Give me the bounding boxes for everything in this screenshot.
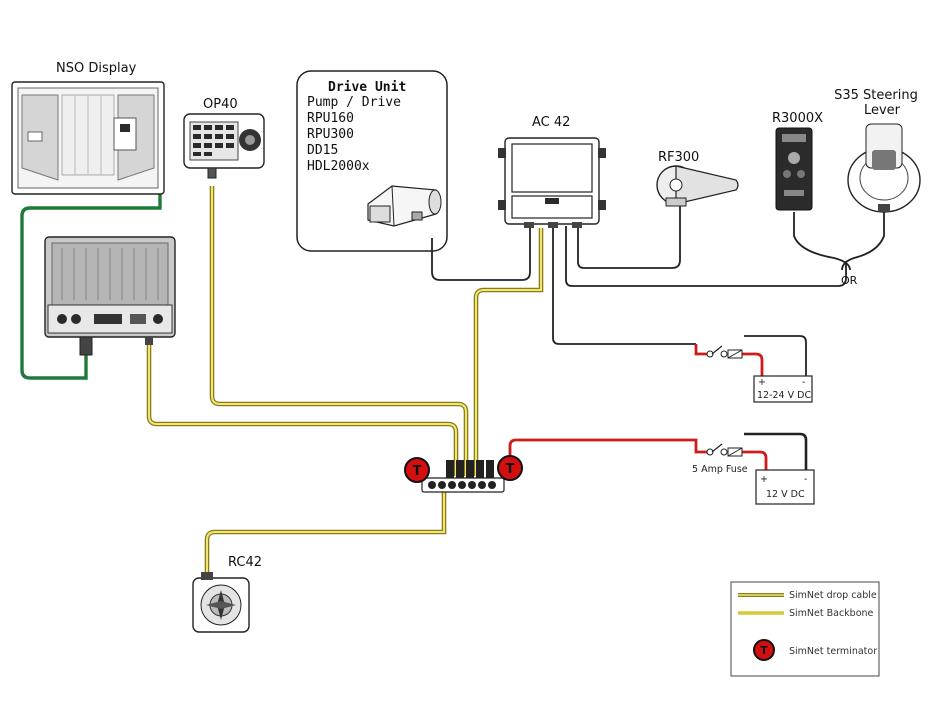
s35-label-line1: S35 Steering [834,88,918,103]
battery-2-label: 12 V DC [766,489,805,500]
cables [20,126,885,578]
r3000x-remote [775,127,813,211]
drive-unit-model: Pump / Drive [307,95,401,110]
drive-unit-model: RPU160 [307,111,354,126]
or-label: OR [841,274,858,287]
op40-keypad [183,113,265,179]
drive-unit-box [296,70,448,252]
nso-display [11,81,165,195]
legend-terminator-letter: T [760,644,768,657]
power-cables [508,344,768,470]
rf300-sensor [656,165,739,207]
simnet-terminator-left: T [404,457,430,483]
pump-drive-image [367,185,442,227]
simnet-terminator-right: T [497,455,523,481]
rf300-label: RF300 [658,150,699,165]
battery-1-label: 12-24 V DC [757,390,811,401]
drive-unit-model: DD15 [307,143,338,158]
fuse-switch-2 [706,443,743,457]
battery-2-minus: - [804,474,807,485]
black-cables [431,200,885,376]
legend-backbone-label: SimNet Backbone [789,608,874,619]
op40-label: OP40 [203,97,238,112]
labels: NSO Display OP40 AC 42 RF300 R3000X S35 … [56,61,918,570]
r3000x-label: R3000X [772,111,823,126]
drive-unit-model: RPU300 [307,127,354,142]
drive-unit-model: HDL2000x [307,159,370,174]
mfd-rear-unit [44,236,176,356]
legend-drop-cable-label: SimNet drop cable [789,590,877,601]
s35-steering-lever [847,123,921,213]
simnet-joiner-block [421,460,505,493]
rc42-label: RC42 [228,555,262,570]
ac42-computer [498,137,606,228]
battery-1-minus: - [802,377,805,388]
black-power-cables [744,432,808,470]
terminator-letter: T [413,464,422,479]
fuse-label: 5 Amp Fuse [692,464,748,475]
terminator-letter: T [506,462,515,477]
ac42-label: AC 42 [532,115,570,130]
legend-terminator-label: SimNet terminator [789,646,877,657]
drive-unit-title: Drive Unit [328,80,406,95]
legend: T SimNet drop cable SimNet Backbone SimN… [730,581,880,677]
fuse-switch-1 [706,345,743,359]
rc42-compass [192,572,250,633]
battery-1 [753,375,813,403]
simnet-drop-cables [146,186,544,578]
battery-2-plus: + [760,474,768,485]
battery-2 [755,469,815,505]
green-link-cable [20,126,162,380]
nso-display-label: NSO Display [56,61,137,76]
battery-1-plus: + [758,377,766,388]
s35-label-line2: Lever [864,103,901,118]
